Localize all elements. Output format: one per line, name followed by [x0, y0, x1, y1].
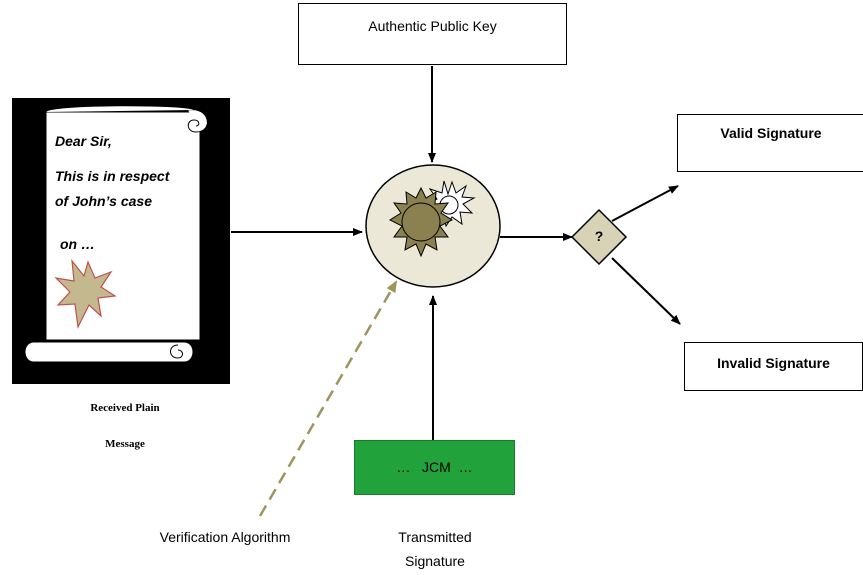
- signature-caption-line-1: Transmitted: [398, 529, 472, 545]
- public-key-box: Authentic Public Key: [298, 3, 567, 65]
- public-key-label: Authentic Public Key: [368, 18, 497, 34]
- decision-symbol: ?: [594, 228, 604, 244]
- letter-line-3: on …: [60, 236, 95, 252]
- signature-box-label: … JCM …: [396, 459, 473, 475]
- decision-to-valid-arrow: [611, 185, 679, 222]
- valid-signature-label: Valid Signature: [720, 125, 822, 141]
- letter-caption-line-2: Message: [105, 438, 145, 450]
- decision-diamond: [570, 208, 628, 266]
- signature-box: … JCM …: [354, 440, 515, 495]
- letter-line-1: This is in respect: [55, 168, 170, 184]
- letter-caption-line-1: Received Plain: [90, 402, 160, 414]
- verification-algorithm-label: Verification Algorithm: [159, 529, 291, 545]
- verification-algorithm-arrow: [258, 280, 398, 517]
- letter-greeting: Dear Sir,: [55, 133, 112, 149]
- letter-line-2: of John’s case: [55, 193, 153, 209]
- large-gear-icon: [388, 186, 454, 258]
- seal-star-icon: [54, 259, 117, 330]
- decision-to-invalid-arrow: [611, 257, 681, 325]
- valid-signature-box: Valid Signature: [677, 114, 863, 172]
- signature-caption-line-2: Signature: [405, 553, 465, 569]
- invalid-signature-box: Invalid Signature: [684, 342, 863, 391]
- scroll-icon: [24, 105, 208, 363]
- invalid-signature-label: Invalid Signature: [717, 355, 830, 371]
